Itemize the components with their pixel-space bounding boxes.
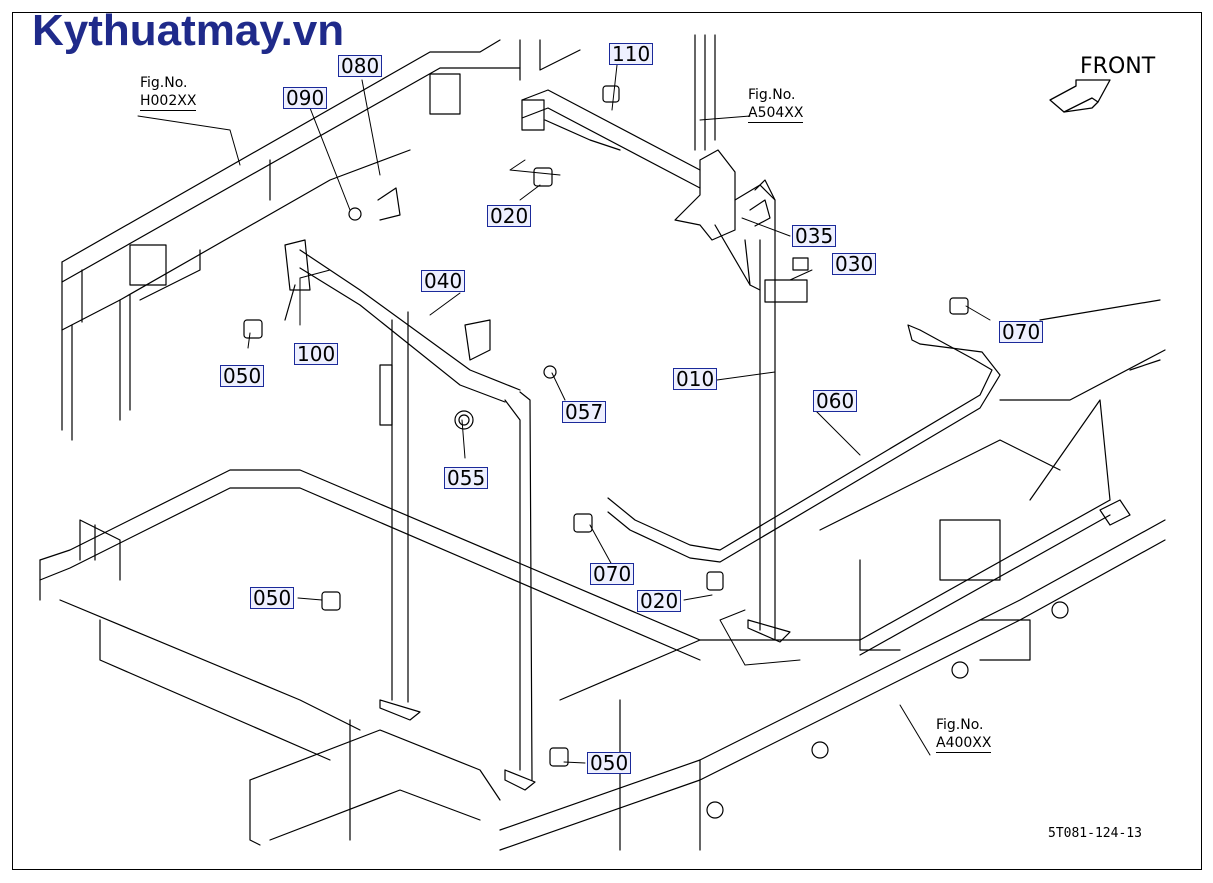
- front-arrow-icon: [1049, 79, 1111, 113]
- part-callout-050[interactable]: 050: [220, 365, 265, 387]
- right-chassis: [499, 299, 1166, 851]
- part-callout-100[interactable]: 100: [294, 343, 339, 365]
- fig-ref-code: H002XX: [140, 93, 197, 111]
- fig-ref-a400: Fig.No. A400XX: [936, 716, 992, 753]
- part-callout-110[interactable]: 110: [609, 43, 654, 65]
- frame-010: [674, 149, 808, 643]
- part-callout-020[interactable]: 020: [637, 590, 682, 612]
- part-callout-050[interactable]: 050: [250, 587, 295, 609]
- part-callout-010[interactable]: 010: [673, 368, 718, 390]
- part-callout-055[interactable]: 055: [444, 467, 489, 489]
- drawing-number: 5T081-124-13: [1048, 826, 1142, 841]
- drawing-frame: [12, 12, 1202, 870]
- part-callout-070[interactable]: 070: [590, 563, 635, 585]
- fig-ref-label: Fig.No.: [748, 87, 796, 103]
- frame-040: [284, 239, 536, 791]
- upper-posts: [519, 34, 716, 151]
- front-direction-label: FRONT: [1080, 54, 1156, 79]
- fig-ref-label: Fig.No.: [140, 75, 188, 91]
- part-callout-035[interactable]: 035: [792, 225, 837, 247]
- fasteners: [243, 85, 969, 767]
- part-callout-020[interactable]: 020: [487, 205, 532, 227]
- fig-ref-h002: Fig.No. H002XX: [140, 74, 197, 111]
- part-callout-080[interactable]: 080: [338, 55, 383, 77]
- part-callout-090[interactable]: 090: [283, 87, 328, 109]
- part-callout-040[interactable]: 040: [421, 270, 466, 292]
- part-callout-030[interactable]: 030: [832, 253, 877, 275]
- site-watermark: Kythuatmay.vn: [32, 6, 345, 55]
- leader-lines: [137, 64, 991, 764]
- fig-ref-label: Fig.No.: [936, 717, 984, 733]
- bar-060: [607, 324, 1001, 563]
- lower-chassis: [39, 469, 701, 846]
- upper-cross-bar: [521, 89, 701, 189]
- part-callout-057[interactable]: 057: [562, 401, 607, 423]
- part-callout-060[interactable]: 060: [813, 390, 858, 412]
- part-callout-070[interactable]: 070: [999, 321, 1044, 343]
- part-callout-050[interactable]: 050: [587, 752, 632, 774]
- rear-frame-beam: [61, 39, 521, 441]
- fig-ref-code: A504XX: [748, 105, 804, 123]
- fig-ref-code: A400XX: [936, 735, 992, 753]
- fig-ref-a504: Fig.No. A504XX: [748, 86, 804, 123]
